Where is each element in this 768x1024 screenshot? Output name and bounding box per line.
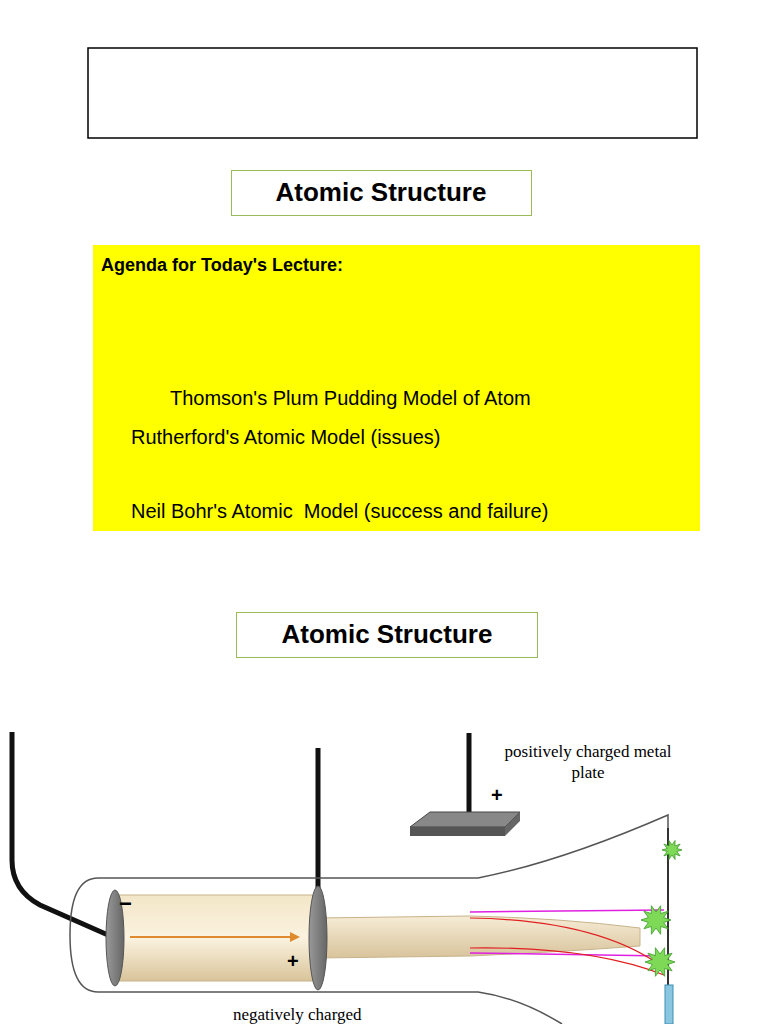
- glow-spot: [662, 841, 682, 860]
- deflected-path: [470, 948, 664, 975]
- section-title: Atomic Structure: [276, 177, 487, 208]
- agenda-band: Agenda for Today's Lecture: Thomson's Plu…: [93, 245, 700, 531]
- section-title: Atomic Structure: [282, 619, 493, 650]
- cathode-ray-beam: [318, 916, 640, 958]
- anode-disk: [309, 886, 327, 990]
- glass-tube: [70, 815, 668, 1024]
- glow-spots: [641, 841, 682, 977]
- agenda-item: Neil Bohr's Atomic Model (success and fa…: [131, 499, 548, 523]
- plate-stem: [467, 733, 472, 812]
- discharge-cylinder: [115, 895, 318, 981]
- metal-plate-edge: [410, 827, 505, 836]
- agenda-heading: Agenda for Today's Lecture:: [101, 255, 343, 277]
- anode-wire: [316, 748, 321, 888]
- screen-base: [665, 985, 673, 1024]
- metal-plate-side: [505, 812, 520, 836]
- cathode-label: negatively charged: [233, 1004, 362, 1024]
- plate-label: positively charged metal plate: [488, 741, 688, 784]
- undeflected-path: [470, 953, 664, 956]
- electron-arrow: [130, 936, 292, 938]
- plate-charge-sign: +: [491, 783, 503, 808]
- cathode-charge-sign: −: [119, 890, 132, 918]
- agenda-item: Rutherford's Atomic Model (issues): [131, 425, 440, 449]
- deflected-path: [470, 918, 664, 968]
- electron-arrowhead: [290, 932, 300, 942]
- glow-spot: [641, 906, 671, 935]
- title-box: Atomic Structure: [236, 612, 538, 658]
- empty-header-box: [88, 48, 697, 138]
- glow-spot: [645, 948, 675, 977]
- agenda-item: Thomson's Plum Pudding Model of Atom: [170, 386, 531, 410]
- anode-charge-sign: +: [287, 949, 299, 974]
- title-box: Atomic Structure: [231, 170, 532, 216]
- cathode-wire: [12, 732, 108, 935]
- undeflected-path: [470, 910, 664, 912]
- metal-plate: [410, 812, 520, 827]
